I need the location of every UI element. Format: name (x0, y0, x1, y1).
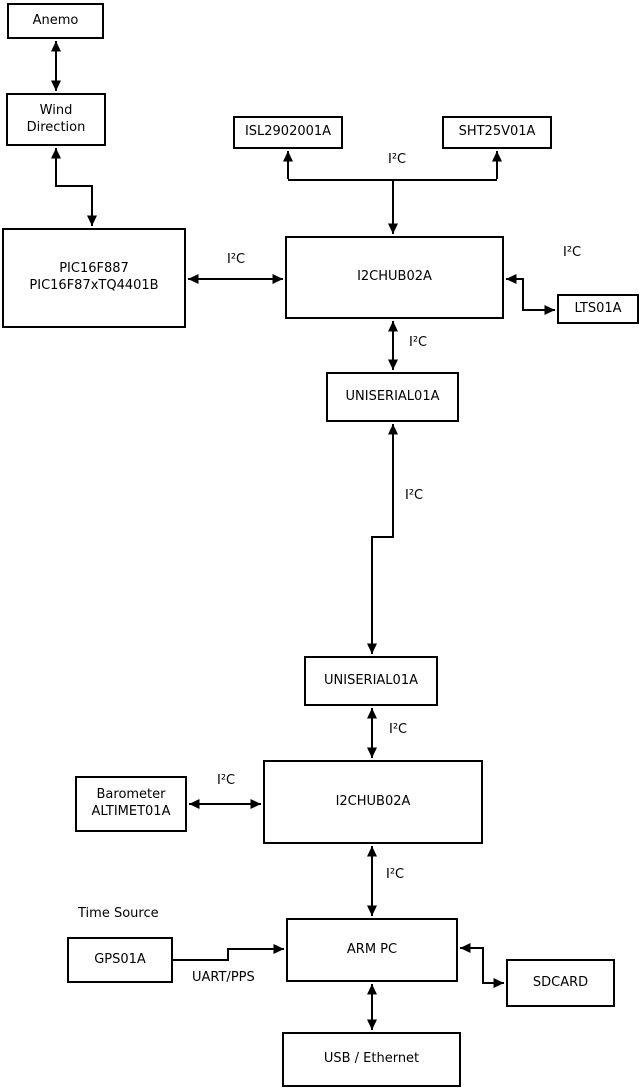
connector-wind-pic (51, 148, 97, 226)
bus-label-i2c-uniserial-link: I²C (405, 488, 424, 503)
bus-label-i2c-sensor-bar: I²C (388, 152, 407, 167)
box-gps01a: GPS01A (67, 937, 173, 983)
box-i2chub02a-upper: I2CHUB02A (285, 236, 504, 319)
connector-gps-armpc (173, 944, 284, 961)
box-sdcard: SDCARD (506, 959, 615, 1007)
box-uniserial01a-upper: UNISERIAL01A (326, 372, 459, 422)
box-arm-pc: ARM PC (286, 918, 458, 982)
box-lts01a: LTS01A (557, 294, 639, 324)
box-isl2902001a: ISL2902001A (233, 116, 343, 149)
box-i2chub02a-lower: I2CHUB02A (263, 760, 483, 844)
bus-label-i2c-hub1-lts: I²C (563, 245, 582, 260)
box-usb-ethernet: USB / Ethernet (282, 1032, 461, 1087)
bus-label-i2c-hub1-uniserial1: I²C (409, 335, 428, 350)
box-barometer-altimet01a: Barometer ALTIMET01A (75, 776, 187, 832)
connector-uniserial1-uniserial2 (367, 424, 398, 654)
box-pic-microcontroller: PIC16F887 PIC16F87xTQ4401B (2, 228, 186, 328)
box-wind-direction: Wind Direction (6, 93, 106, 146)
bus-label-i2c-pic-hub1: I²C (227, 252, 246, 267)
connector-armpc-sdcard (460, 943, 504, 988)
box-sht25v01a: SHT25V01A (442, 116, 552, 149)
bus-label-i2c-hub2-armpc: I²C (386, 867, 405, 882)
annotation-uart-pps: UART/PPS (192, 970, 255, 985)
annotation-time-source: Time Source (78, 906, 159, 921)
connector-hub1-lts (506, 274, 555, 315)
bus-label-i2c-barometer-hub2: I²C (217, 773, 236, 788)
box-uniserial01a-lower: UNISERIAL01A (304, 656, 438, 706)
bus-label-i2c-uniserial2-hub2: I²C (389, 722, 408, 737)
box-anemo: Anemo (7, 3, 104, 39)
